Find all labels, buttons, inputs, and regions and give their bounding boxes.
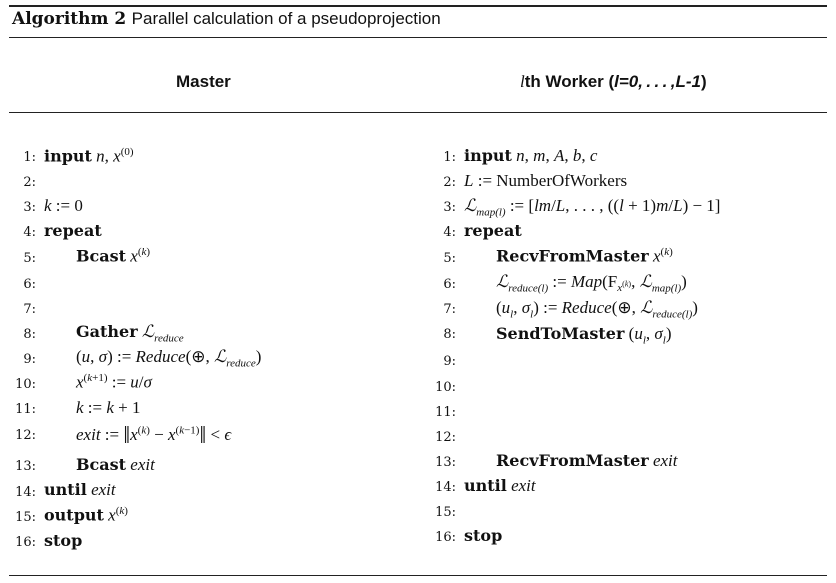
worker-line-number: 12:	[435, 430, 456, 445]
master-header: Master	[176, 72, 231, 91]
master-line-4: repeat	[44, 221, 102, 240]
master-line-number: 10:	[15, 377, 36, 392]
master-line-number: 2:	[23, 175, 36, 190]
worker-line-number: 6:	[443, 277, 456, 292]
worker-line-1: input n, m, A, b, c	[464, 146, 598, 165]
worker-line-number: 10:	[435, 380, 456, 395]
worker-line-number: 5:	[443, 251, 456, 266]
worker-line-13: RecvFromMaster exit	[496, 451, 678, 470]
master-line-number: 16:	[15, 535, 36, 550]
master-line-9: (u, σ) := Reduce(⊕, ℒreduce)	[76, 347, 262, 370]
master-line-16: stop	[44, 531, 83, 550]
master-line-5: Bcast x(k)	[76, 246, 151, 266]
master-line-1: input n, x(0)	[44, 146, 134, 166]
master-line-number: 13:	[15, 459, 36, 474]
master-line-14: until exit	[44, 480, 116, 499]
worker-line-4: repeat	[464, 221, 522, 240]
algorithm-caption: Algorithm 2 Parallel calculation of a ps…	[12, 9, 441, 29]
worker-line-5: RecvFromMaster x(k)	[496, 246, 673, 266]
worker-line-8: SendToMaster (ul, σl)	[496, 324, 672, 347]
master-line-number: 8:	[23, 327, 36, 342]
worker-line-16: stop	[464, 526, 503, 545]
worker-header-th: th Worker (	[524, 72, 615, 91]
worker-header: lth Worker (l=0, . . . ,L-1)	[520, 72, 707, 92]
worker-line-3: ℒmap(l) := [lm/L, . . . , ((l + 1)m/L) −…	[464, 196, 721, 219]
algorithm-label: Algorithm 2	[12, 9, 127, 29]
master-line-number: 6:	[23, 277, 36, 292]
worker-line-number: 7:	[443, 302, 456, 317]
worker-line-14: until exit	[464, 476, 536, 495]
worker-line-number: 8:	[443, 327, 456, 342]
worker-line-number: 13:	[435, 455, 456, 470]
worker-header-prefix: l	[520, 72, 525, 91]
master-line-number: 11:	[15, 402, 36, 417]
master-line-number: 9:	[23, 352, 36, 367]
worker-line-number: 15:	[435, 505, 456, 520]
master-line-number: 15:	[15, 510, 36, 525]
caption-rule	[9, 37, 827, 38]
worker-line-number: 4:	[443, 225, 456, 240]
worker-line-number: 14:	[435, 480, 456, 495]
algorithm-title: Parallel calculation of a pseudoprojecti…	[131, 9, 441, 28]
master-line-number: 5:	[23, 251, 36, 266]
worker-line-2: L := NumberOfWorkers	[464, 171, 628, 190]
worker-line-number: 16:	[435, 530, 456, 545]
master-line-15: output x(k)	[44, 505, 128, 525]
master-line-number: 3:	[23, 200, 36, 215]
master-line-12: exit := ‖x(k) − x(k−1)‖ < ϵ	[76, 423, 232, 449]
worker-line-number: 2:	[443, 175, 456, 190]
master-line-number: 12:	[15, 428, 36, 443]
top-rule	[9, 5, 827, 7]
master-line-number: 1:	[23, 150, 36, 165]
master-line-number: 4:	[23, 225, 36, 240]
bottom-rule	[9, 575, 827, 576]
master-line-10: x(k+1) := u/σ	[76, 372, 152, 392]
worker-line-number: 3:	[443, 200, 456, 215]
worker-line-number: 9:	[443, 354, 456, 369]
worker-line-6: ℒreduce(l) := Map(Fx(k), ℒmap(l))	[496, 272, 687, 295]
master-line-number: 14:	[15, 485, 36, 500]
master-line-13: Bcast exit	[76, 455, 155, 474]
worker-line-7: (ul, σl) := Reduce(⊕, ℒreduce(l))	[496, 298, 698, 321]
worker-header-range: l=0, . . . ,L-1	[614, 72, 701, 91]
worker-header-close: )	[701, 72, 707, 91]
master-line-3: k := 0	[44, 196, 83, 215]
master-line-8: Gather ℒreduce	[76, 322, 184, 345]
worker-line-number: 1:	[443, 150, 456, 165]
worker-line-number: 11:	[435, 405, 456, 420]
header-rule	[9, 112, 827, 113]
master-line-11: k := k + 1	[76, 398, 141, 417]
master-line-number: 7:	[23, 302, 36, 317]
